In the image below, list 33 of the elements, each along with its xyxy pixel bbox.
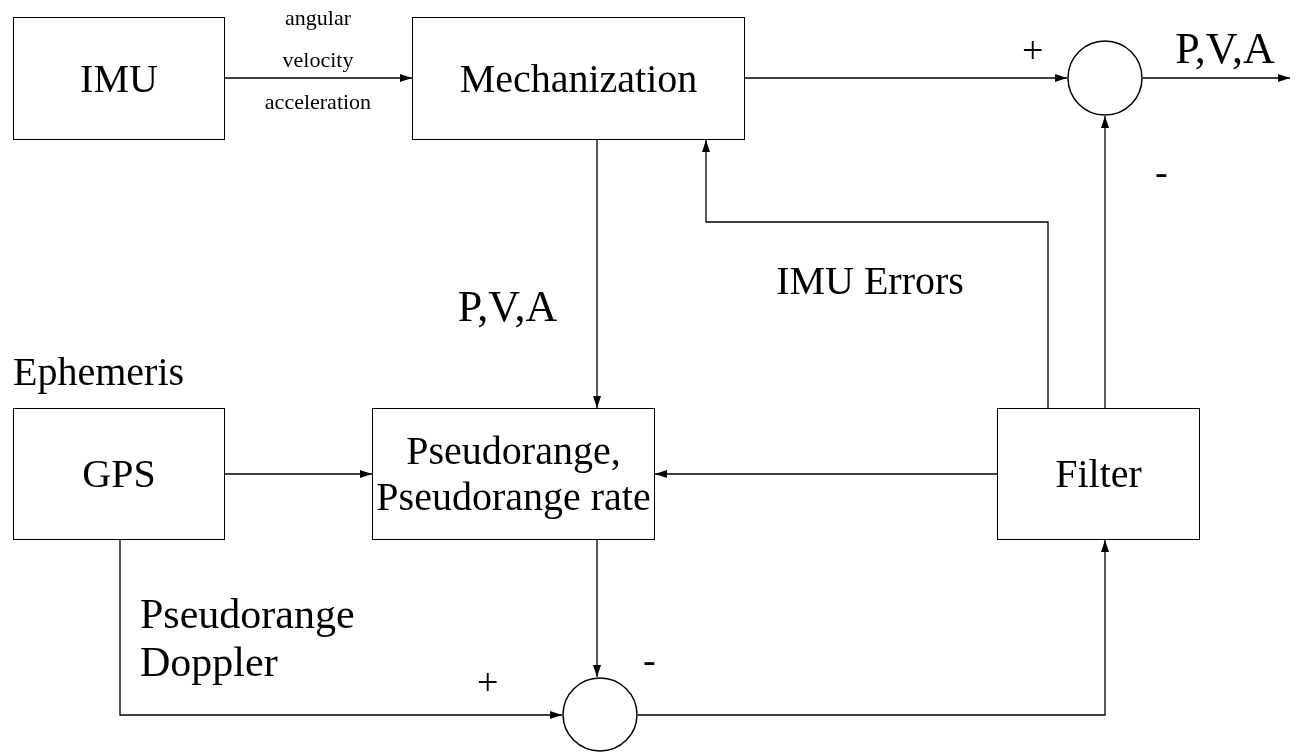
arrow (744, 74, 1068, 82)
sign-label: + (1022, 28, 1044, 72)
arrow (224, 470, 373, 478)
edge-label: IMU Errors (775, 258, 965, 304)
process-box (372, 408, 655, 540)
arrow (1101, 115, 1109, 409)
box-label: Filter (1055, 451, 1142, 497)
edge-label: P,V,A (456, 282, 559, 332)
sign-label: - (1155, 150, 1168, 194)
arrow (1142, 74, 1291, 82)
arrow (119, 539, 563, 719)
box-label: GPS (82, 451, 156, 497)
arrow (637, 539, 1109, 716)
arrow (593, 139, 601, 409)
arrow (654, 470, 998, 478)
box-label: Mechanization (459, 55, 698, 102)
process-box (997, 408, 1200, 540)
sign-label: - (643, 638, 656, 682)
process-box (13, 17, 225, 140)
edge-label: Pseudorange Doppler (140, 590, 356, 686)
summing-junction (1067, 40, 1143, 116)
edge-label: angular velocity acceleration (263, 4, 373, 116)
edge-label: P,V,A (1174, 24, 1276, 74)
box-label: IMU (80, 55, 158, 102)
summing-junction (562, 677, 638, 752)
node-caption: Ephemeris (13, 348, 185, 395)
sign-label: + (477, 660, 499, 704)
arrow (702, 139, 1049, 409)
process-box (13, 408, 225, 540)
arrow (593, 539, 601, 678)
box-label: Pseudorange, Pseudorange rate (375, 428, 652, 520)
process-box (412, 17, 745, 140)
arrow (224, 74, 413, 82)
